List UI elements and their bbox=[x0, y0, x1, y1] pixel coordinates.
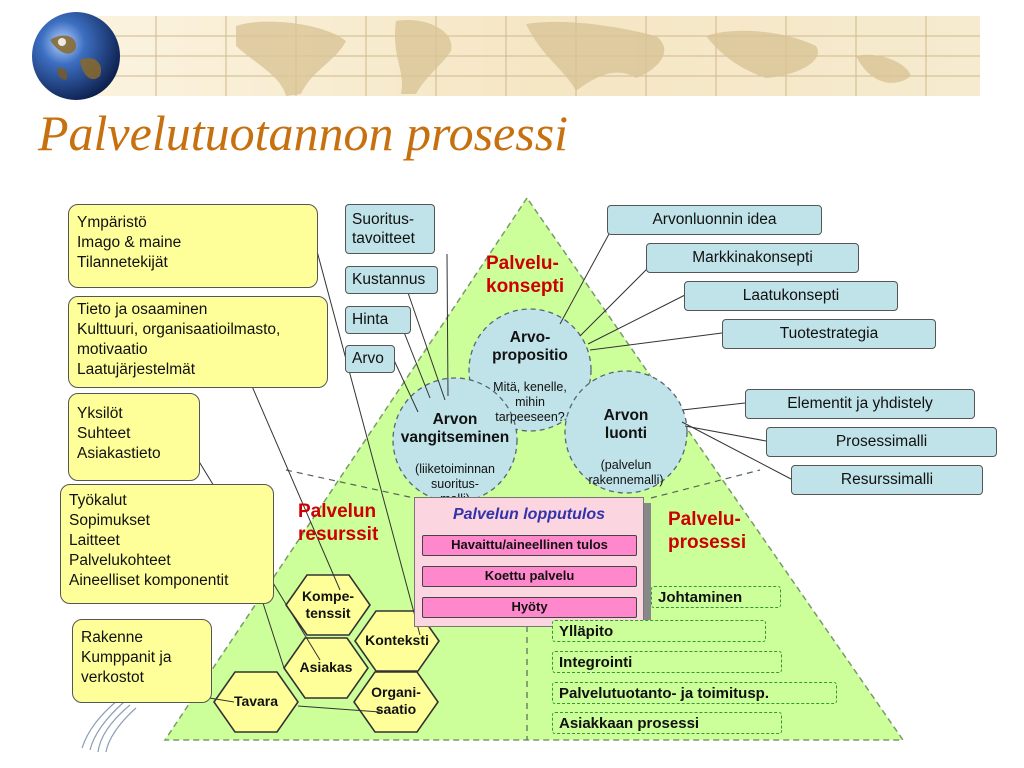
arvon-vangitseminen-title: Arvon vangitseminen bbox=[400, 411, 510, 446]
arvopropositio-title: Arvo- propositio bbox=[492, 329, 568, 364]
palvelutuotanto-box: Palvelutuotanto- ja toimitusp. bbox=[552, 682, 837, 704]
tyokalut-box: Työkalut Sopimukset Laitteet Palvelukoht… bbox=[60, 484, 274, 604]
palvelun-resurssit-heading: Palvelun resurssit bbox=[298, 501, 379, 545]
arvopropositio-label: Arvo- propositio Mitä, kenelle, mihin ta… bbox=[470, 314, 590, 440]
core-item-hyoty: Hyöty bbox=[422, 597, 637, 618]
core-item-havaittu: Havaittu/aineellinen tulos bbox=[422, 535, 637, 556]
markkinakonsepti-box: Markkinakonsepti bbox=[646, 243, 859, 273]
right-divider bbox=[650, 469, 761, 499]
johtaminen-box: Johtaminen bbox=[651, 586, 781, 608]
globe-icon bbox=[32, 12, 120, 100]
asiakas-hexagon bbox=[283, 637, 369, 699]
kompetenssit-label: Kompe- tenssit bbox=[301, 588, 355, 621]
hinta-box: Hinta bbox=[345, 306, 411, 334]
tuotestrategia-box: Tuotestrategia bbox=[722, 319, 936, 349]
arvon-luonti-label: Arvon luonti (palvelun rakennemalli) bbox=[566, 392, 686, 503]
prosessimalli-box: Prosessimalli bbox=[766, 427, 997, 457]
arvopropositio-subtitle: Mitä, kenelle, mihin tarpeeseen? bbox=[493, 380, 567, 424]
yksilot-box: Yksilöt Suhteet Asiakastieto bbox=[68, 393, 200, 481]
tieto-osaaminen-box: Tieto ja osaaminen Kulttuuri, organisaat… bbox=[68, 296, 328, 388]
tavara-hexagon bbox=[213, 671, 299, 733]
arvon-luonti-circle bbox=[564, 370, 688, 494]
laatukonsepti-box: Laatukonsepti bbox=[684, 281, 898, 311]
page-title: Palvelutuotannon prosessi bbox=[38, 105, 569, 161]
palveluprosessi-heading: Palvelu- prosessi bbox=[668, 509, 747, 553]
core-shadow bbox=[644, 503, 651, 631]
arvon-vangitseminen-label: Arvon vangitseminen (liiketoiminnan suor… bbox=[390, 396, 520, 522]
asiakkaan-prosessi-box: Asiakkaan prosessi bbox=[552, 712, 782, 734]
ymparisto-box: Ympäristö Imago & maine Tilannetekijät bbox=[68, 204, 318, 288]
arvonluonnin-idea-box: Arvonluonnin idea bbox=[607, 205, 822, 235]
kustannus-box: Kustannus bbox=[345, 266, 438, 294]
palvelukonsepti-heading: Palvelu- konsepti bbox=[486, 253, 565, 297]
kompetenssit-hexagon bbox=[285, 574, 371, 636]
arvon-luonti-subtitle: (palvelun rakennemalli) bbox=[588, 458, 664, 487]
integrointi-box: Integrointi bbox=[552, 651, 782, 673]
arvon-vangitseminen-subtitle: (liiketoiminnan suoritus- malli) bbox=[415, 462, 495, 506]
swoosh-decoration bbox=[81, 699, 137, 753]
rakenne-box: Rakenne Kumppanit ja verkostot bbox=[72, 619, 212, 703]
arvon-vangitseminen-circle bbox=[392, 377, 518, 503]
yllapito-box: Ylläpito bbox=[552, 620, 766, 642]
arvo-box: Arvo bbox=[345, 345, 395, 373]
core-item-koettu: Koettu palvelu bbox=[422, 566, 637, 587]
world-map-banner bbox=[96, 16, 980, 96]
asiakas-label: Asiakas bbox=[299, 659, 353, 675]
resurssimalli-box: Resurssimalli bbox=[791, 465, 983, 495]
elementit-yhdistely-box: Elementit ja yhdistely bbox=[745, 389, 975, 419]
tavara-label: Tavara bbox=[233, 693, 279, 709]
organisaatio-hexagon bbox=[353, 671, 439, 733]
suoritustavoitteet-box: Suoritus- tavoitteet bbox=[345, 204, 435, 254]
konteksti-label: Konteksti bbox=[365, 632, 429, 648]
arvon-luonti-title: Arvon luonti bbox=[603, 407, 649, 442]
palvelun-lopputulos-box: Palvelun lopputulos Havaittu/aineellinen… bbox=[414, 497, 644, 627]
palvelun-lopputulos-title: Palvelun lopputulos bbox=[452, 506, 605, 523]
organisaatio-label: Organi- saatio bbox=[371, 684, 421, 717]
